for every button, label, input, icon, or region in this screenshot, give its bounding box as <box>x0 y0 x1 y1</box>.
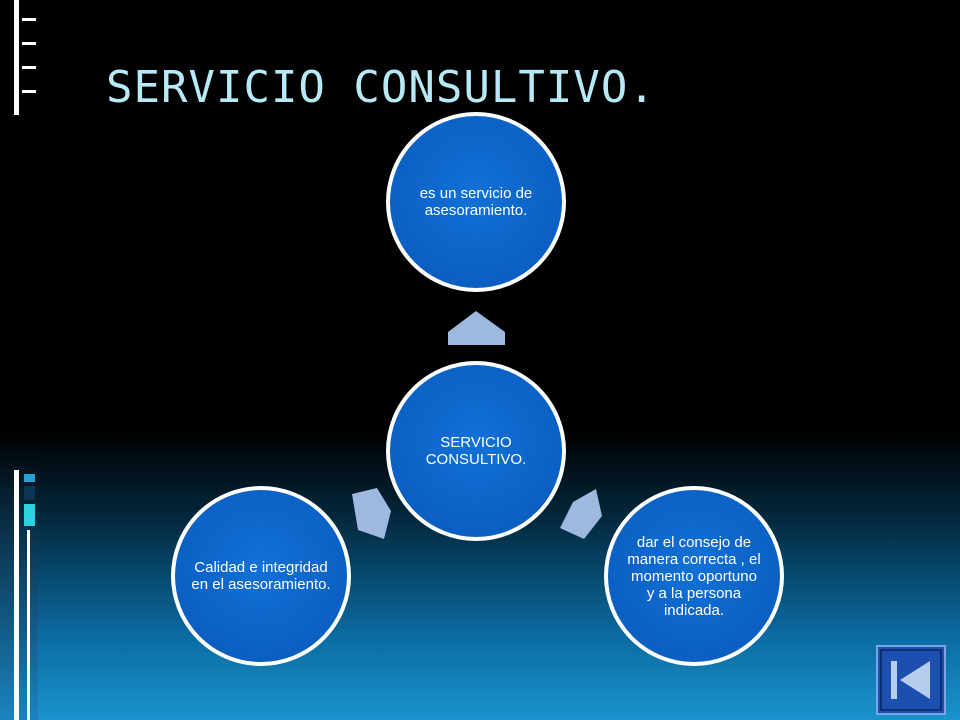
decor-line <box>22 90 36 93</box>
left-decorative-strip <box>0 0 38 720</box>
left-node-text: Calidad e integridad en el asesoramiento… <box>191 559 331 593</box>
arrow-left-connector <box>352 488 391 539</box>
decor-line <box>22 66 36 69</box>
arrow-up-connector <box>448 311 505 345</box>
center-node-circle <box>386 361 566 541</box>
decor-line <box>22 18 36 21</box>
left-node-circle <box>171 486 351 666</box>
decor-line <box>14 0 19 115</box>
decor-block <box>24 486 35 500</box>
decor-line <box>22 42 36 45</box>
decor-line <box>27 530 30 720</box>
first-slide-button[interactable] <box>876 645 946 715</box>
decor-block <box>24 474 35 482</box>
skip-to-start-icon <box>891 661 930 699</box>
center-node-text: SERVICIO CONSULTIVO. <box>425 434 527 468</box>
decor-block <box>24 504 35 526</box>
top-node-text: es un servicio de asesoramiento. <box>419 185 533 219</box>
first-slide-button-inner-frame <box>880 649 942 711</box>
slide-title: SERVICIO CONSULTIVO. <box>106 62 656 113</box>
right-node-circle <box>604 486 784 666</box>
decor-line <box>14 470 19 720</box>
top-node-circle <box>386 112 566 292</box>
arrow-right-connector <box>560 489 602 539</box>
right-node-text: dar el consejo de manera correcta , el m… <box>627 533 761 619</box>
